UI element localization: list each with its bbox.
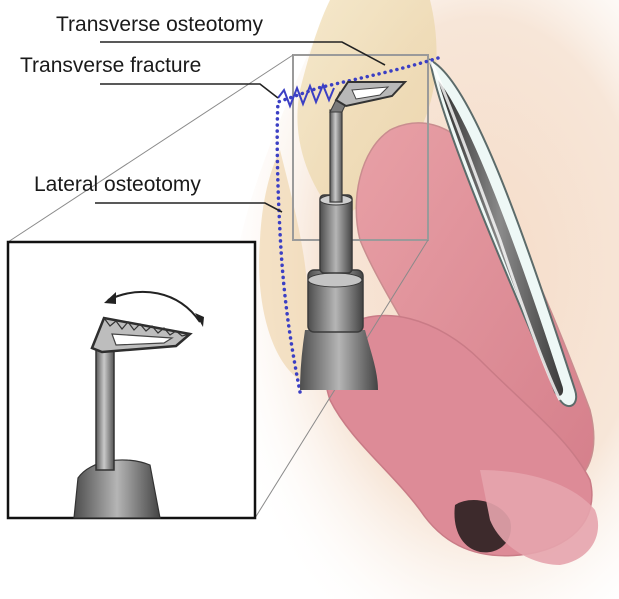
osteotome-barrel: [320, 195, 352, 273]
inset-handle: [74, 460, 160, 518]
label-transverse-osteotomy: Transverse osteotomy: [56, 14, 263, 35]
nose-illustration: [228, 0, 619, 599]
zoom-inset: [8, 242, 255, 518]
osteotome-handle-base: [300, 330, 378, 390]
inset-shaft: [96, 342, 114, 470]
label-lateral-osteotomy: Lateral osteotomy: [34, 174, 201, 195]
leader-transverse-fracture: [100, 84, 278, 98]
label-transverse-fracture: Transverse fracture: [20, 55, 201, 76]
osteotome-shaft: [330, 110, 342, 202]
